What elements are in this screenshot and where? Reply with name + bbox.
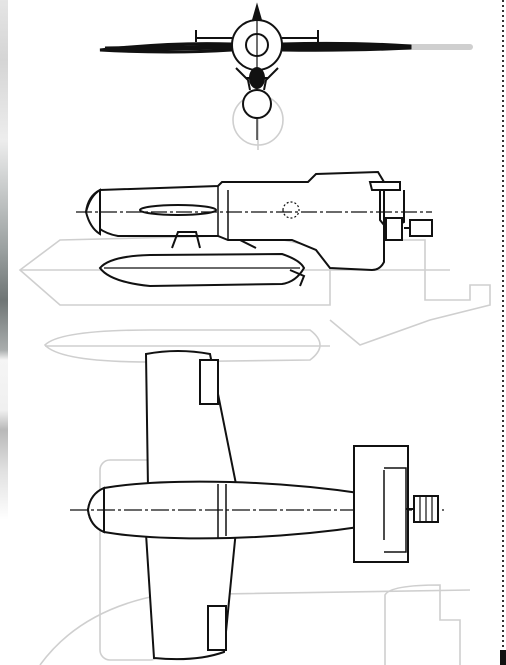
side-wing-root bbox=[139, 204, 217, 216]
top-aileron-upper bbox=[199, 359, 219, 405]
front-top-fin bbox=[251, 2, 263, 21]
front-float bbox=[242, 89, 272, 119]
side-rudder bbox=[385, 217, 403, 241]
front-pylon bbox=[235, 67, 279, 91]
side-float bbox=[98, 252, 306, 288]
ghost-layer bbox=[18, 44, 491, 665]
top-view bbox=[70, 350, 444, 661]
front-pylon-body bbox=[249, 67, 265, 89]
side-canopy-marker bbox=[282, 201, 300, 219]
ghost-top-tail bbox=[384, 584, 461, 665]
left-photo-strip bbox=[0, 0, 8, 665]
side-float-tip bbox=[289, 269, 306, 287]
front-stab-left bbox=[195, 30, 232, 42]
top-wing-upper bbox=[144, 350, 238, 490]
front-view bbox=[99, 2, 412, 140]
side-tail-fin bbox=[368, 181, 401, 191]
front-wing-line-left bbox=[104, 44, 233, 52]
side-view bbox=[76, 170, 433, 288]
side-struts bbox=[171, 231, 257, 249]
top-tailplane bbox=[353, 445, 409, 563]
side-nose-cone bbox=[84, 188, 101, 236]
top-aileron-lower bbox=[207, 605, 227, 651]
front-stab-right bbox=[282, 30, 319, 42]
dotted-border-right bbox=[500, 0, 506, 665]
side-engine-prop bbox=[409, 219, 433, 237]
ghost-side-float bbox=[43, 329, 321, 363]
ghost-bottom-base bbox=[39, 589, 471, 665]
